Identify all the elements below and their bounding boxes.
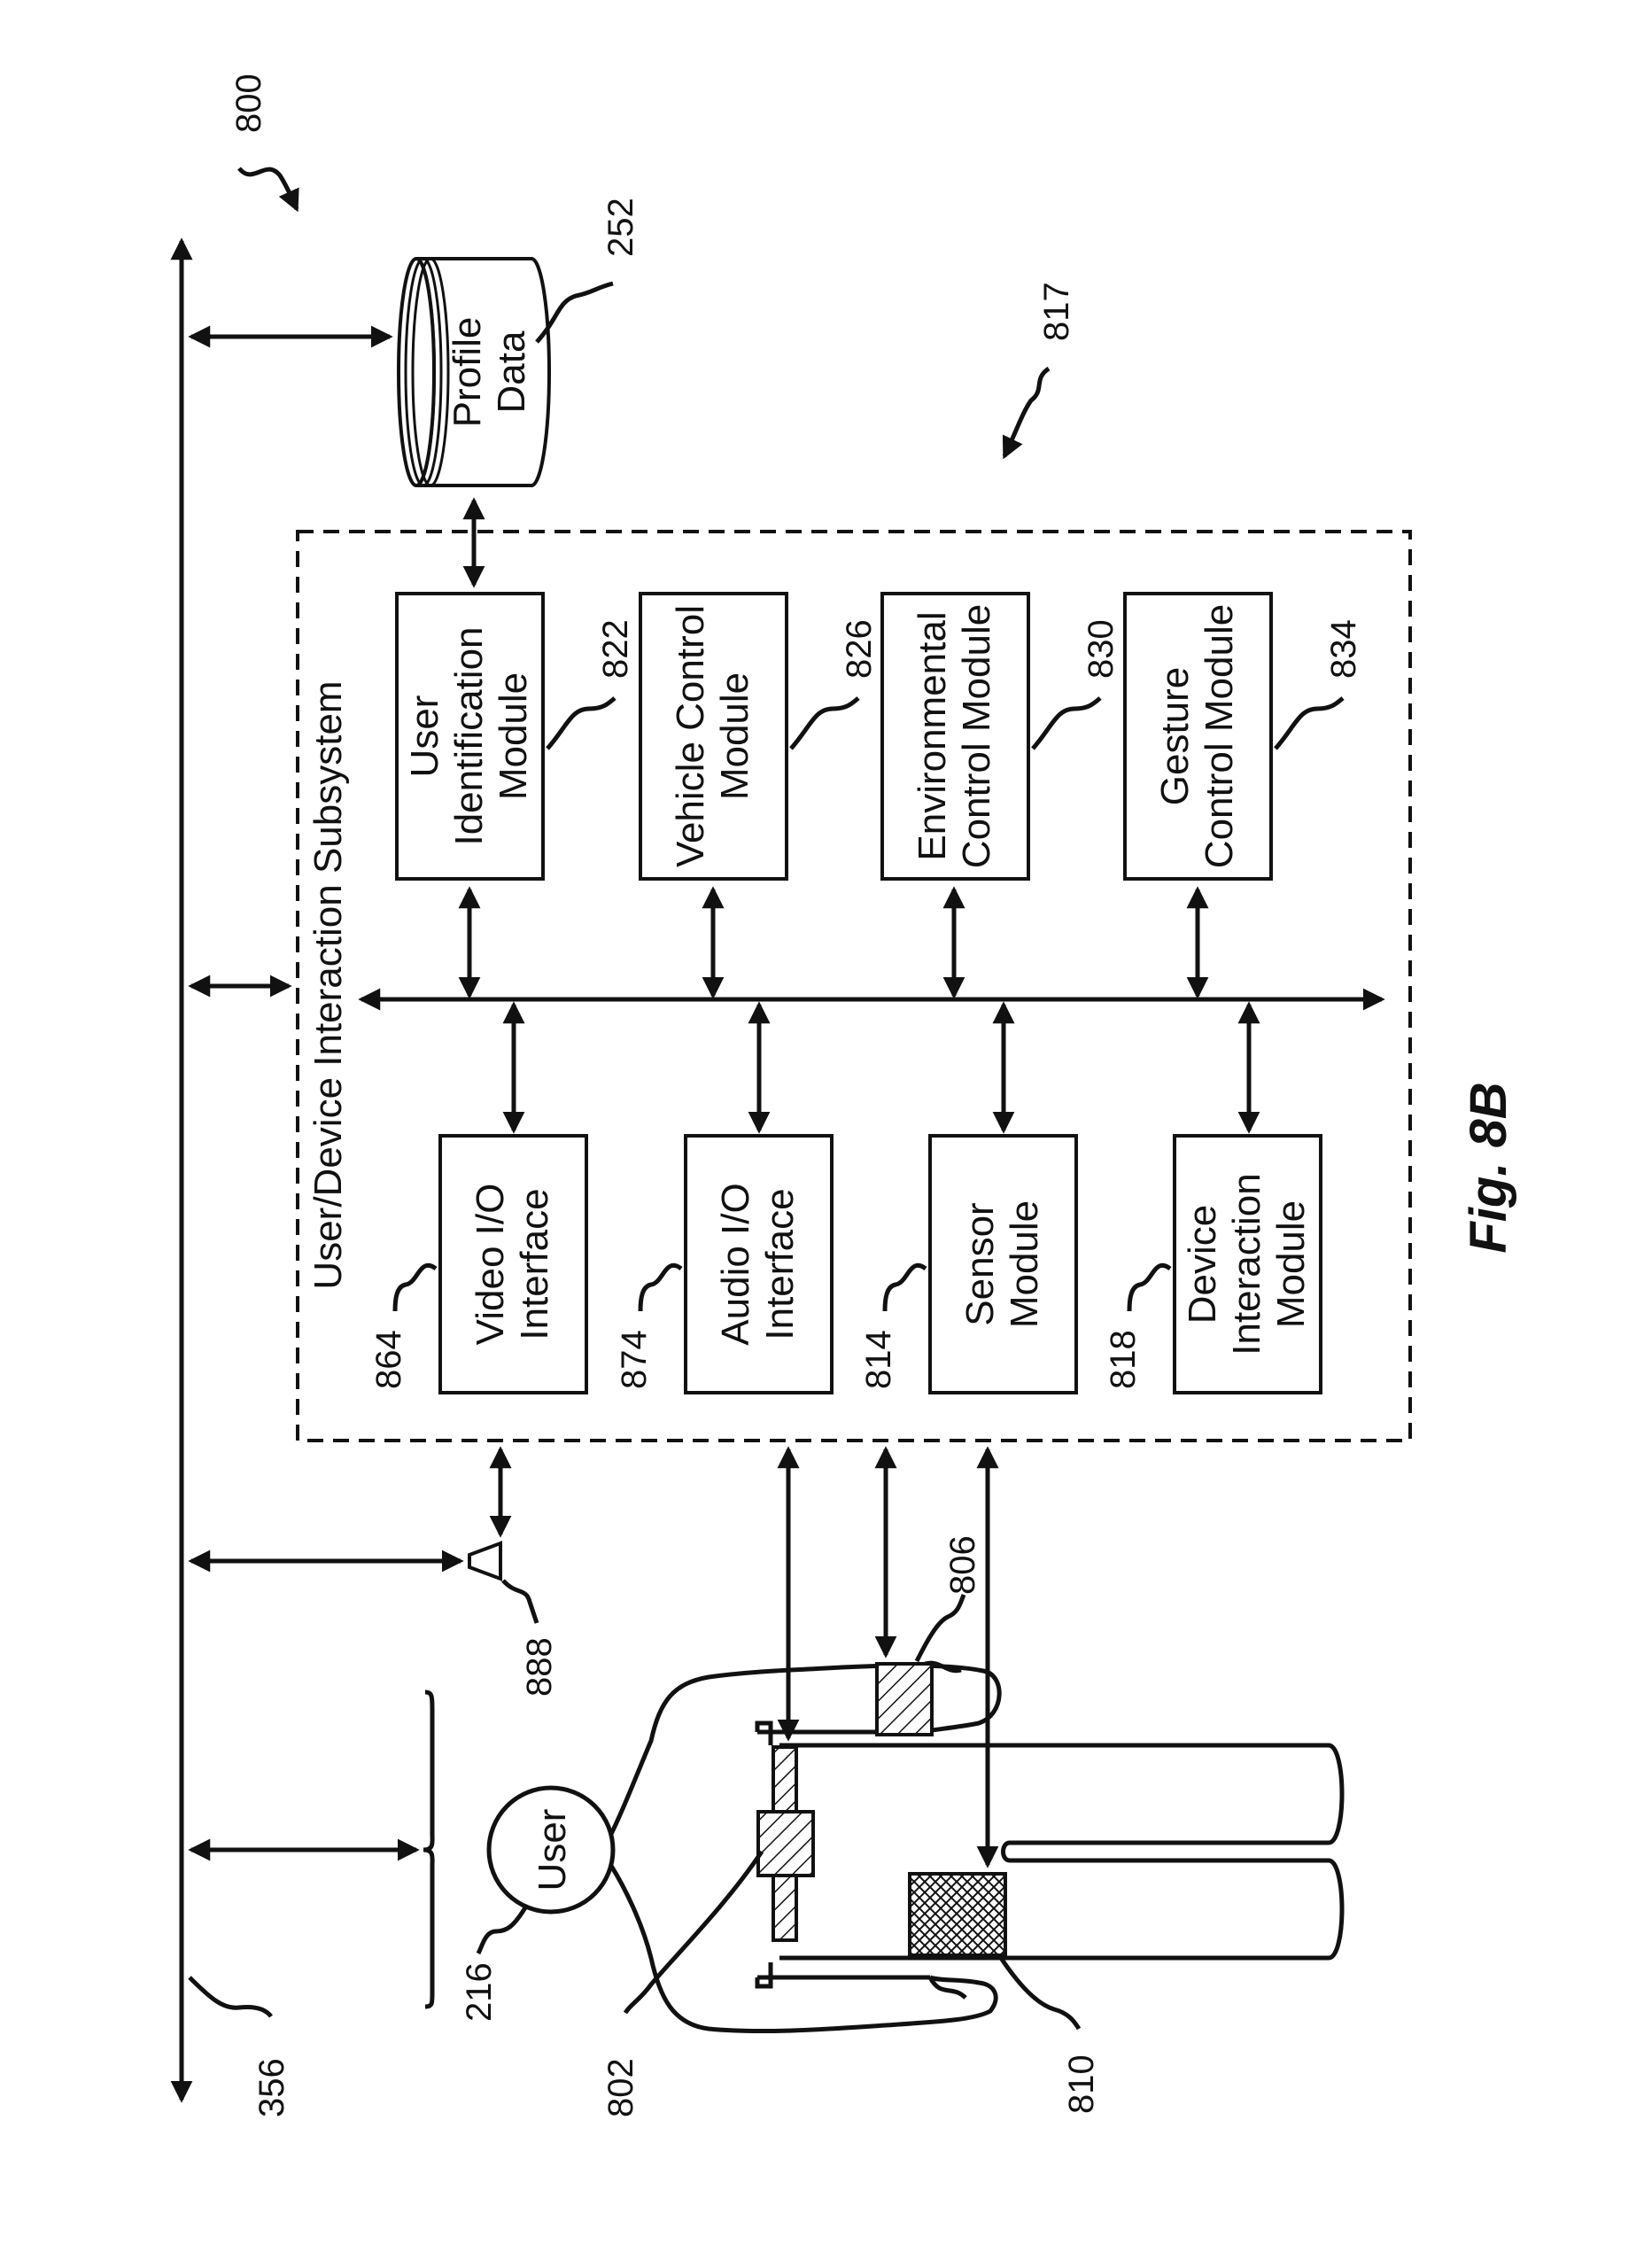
- device-line2: Interaction: [1225, 1173, 1268, 1355]
- subsystem-title: User/Device Interaction Subsystem: [306, 680, 350, 1289]
- video-line2: Interface: [513, 1188, 556, 1340]
- camera-ref: 888: [520, 1637, 559, 1697]
- figure-ref-arrow: [237, 167, 299, 213]
- chest-device-ref: 802: [601, 2058, 640, 2117]
- video-ref: 864: [369, 1330, 408, 1389]
- leg-device-leader: [998, 1956, 1082, 2031]
- arm-device: 806: [875, 1535, 982, 1736]
- user-label: User: [531, 1809, 574, 1891]
- interaction-subsystem: User/Device Interaction Subsystem: [296, 530, 1412, 1442]
- bus-leader: [188, 1976, 273, 2018]
- profile-data-line1: Profile: [446, 317, 489, 428]
- environmental-control-module: Environmental Control Module 830: [880, 592, 1121, 881]
- sensor-line1: Sensor: [958, 1202, 1002, 1325]
- video-leader: [392, 1262, 438, 1312]
- environmental-line2: Control Module: [955, 604, 998, 868]
- system-bus: 356: [170, 237, 291, 2117]
- vehicle-ref: 826: [840, 619, 879, 679]
- gesture-line2: Control Module: [1198, 604, 1241, 868]
- audio-ref: 874: [615, 1330, 654, 1389]
- figure-ref: 800: [229, 74, 299, 213]
- chest-device: 802: [601, 1745, 815, 2117]
- video-io-interface: Video I/O Interface 864: [369, 1134, 588, 1394]
- user-id-line2: Identification: [447, 626, 491, 845]
- vehicle-line2: Module: [713, 672, 756, 800]
- device-leader: [1127, 1262, 1172, 1312]
- gesture-leader: [1274, 696, 1345, 750]
- audio-io-interface: Audio I/O Interface 874: [615, 1134, 834, 1394]
- figure-caption: Fig. 8B: [1460, 1082, 1517, 1253]
- environmental-line1: Environmental: [911, 611, 954, 860]
- profile-data-ref: 252: [601, 198, 640, 257]
- sensor-ref: 814: [859, 1330, 898, 1389]
- subsystem-ref: 817: [1002, 282, 1076, 460]
- profile-data-leader: [535, 281, 614, 344]
- subsystem-ref-text: 817: [1037, 282, 1076, 341]
- vehicle-leader: [789, 696, 860, 750]
- sensor-line2: Module: [1003, 1200, 1046, 1328]
- audio-line2: Interface: [758, 1188, 802, 1340]
- user-waist-top: [755, 1720, 773, 1745]
- user-id-line1: User: [403, 695, 446, 778]
- audio-line1: Audio I/O: [714, 1183, 757, 1345]
- user-id-leader: [546, 696, 616, 750]
- user-hand-bottom: [927, 1976, 967, 2000]
- user-id-ref: 822: [596, 619, 635, 679]
- user-waist-bottom: [755, 1962, 773, 1989]
- user-id-line3: Module: [492, 672, 535, 800]
- gesture-control-module: Gesture Control Module 834: [1123, 592, 1363, 881]
- device-line3: Module: [1269, 1200, 1313, 1328]
- profile-data-line2: Data: [490, 330, 533, 413]
- environmental-ref: 830: [1082, 619, 1121, 679]
- environmental-leader: [1031, 696, 1102, 750]
- user-head: [486, 1785, 616, 1915]
- arm-device-leader: [914, 1594, 966, 1663]
- bus-ref: 356: [252, 2058, 291, 2117]
- user-ref: 216: [460, 1962, 499, 2022]
- user-identification-module: User Identification Module 822: [395, 592, 635, 881]
- gesture-ref: 834: [1324, 619, 1363, 679]
- audio-leader: [638, 1262, 683, 1312]
- camera-leader: [501, 1579, 539, 1624]
- user-leg-upper: [779, 1743, 1345, 1863]
- sensor-leader: [882, 1262, 927, 1312]
- figure-ref-text: 800: [229, 74, 268, 133]
- profile-data-store: Profile Data 252: [397, 198, 640, 487]
- leg-device-ref: 810: [1062, 2054, 1101, 2114]
- device-interaction-module: Device Interaction Module 818: [1104, 1134, 1322, 1394]
- leg-device: 810: [908, 1872, 1101, 2114]
- device-ref: 818: [1104, 1330, 1143, 1389]
- sensor-module: Sensor Module 814: [859, 1134, 1078, 1394]
- user-leg-lower: [779, 1858, 1345, 1961]
- user-leader: [476, 1903, 530, 1955]
- video-line1: Video I/O: [469, 1184, 512, 1346]
- user-brace: [423, 1689, 435, 2009]
- vehicle-control-module: Vehicle Control Module 826: [639, 592, 879, 881]
- gesture-line1: Gesture: [1153, 667, 1197, 806]
- chest-device-leader: [623, 1850, 764, 2015]
- subsystem-ref-arrow: [1002, 366, 1051, 460]
- user-figure: User 216: [423, 1660, 1345, 2034]
- camera-icon: 888: [468, 1541, 559, 1697]
- device-line1: Device: [1181, 1205, 1224, 1324]
- vehicle-line1: Vehicle Control: [669, 605, 712, 867]
- arm-device-ref: 806: [943, 1535, 982, 1595]
